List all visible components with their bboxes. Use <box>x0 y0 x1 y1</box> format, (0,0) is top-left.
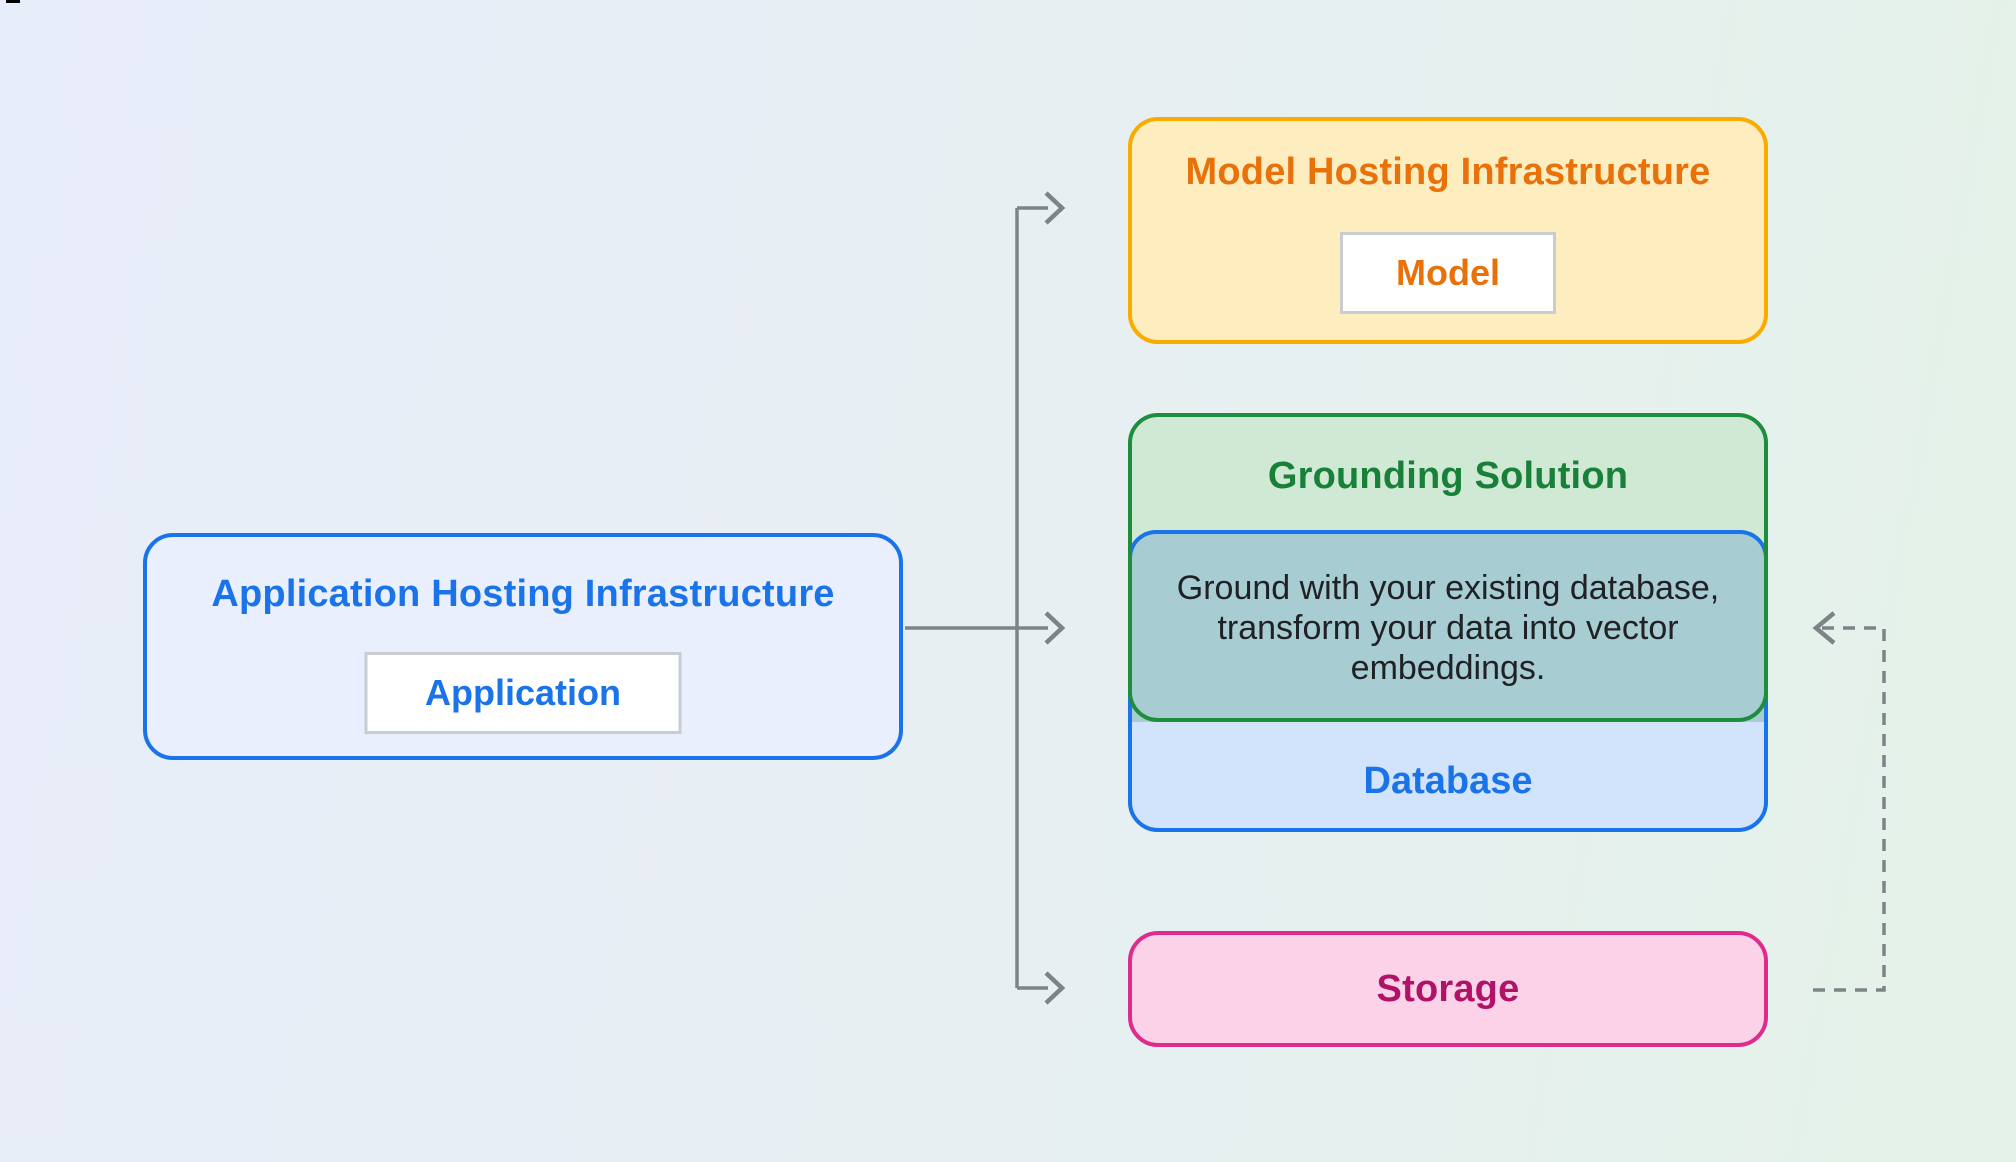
grounding-description-text: Ground with your existing database, tran… <box>1176 569 1720 687</box>
model-node: Model <box>1340 232 1556 314</box>
application-node: Application <box>364 652 682 734</box>
storage-title: Storage <box>1376 968 1520 1010</box>
dashed-path <box>1813 626 1886 992</box>
arrowhead-storage <box>1044 971 1066 1005</box>
grounding-solution-box: Grounding Solution <box>1128 413 1768 722</box>
arrowhead-grounding <box>1044 611 1066 645</box>
arrowhead-model <box>1044 191 1066 225</box>
model-hosting-title: Model Hosting Infrastructure <box>1185 151 1711 193</box>
application-hosting-title: Application Hosting Infrastructure <box>211 573 835 615</box>
database-label: Database <box>1363 760 1533 802</box>
application-node-label: Application <box>425 672 621 713</box>
model-node-label: Model <box>1396 252 1500 293</box>
model-hosting-box: Model Hosting Infrastructure Model <box>1128 117 1768 344</box>
solid-branch-arrows <box>905 191 1066 1005</box>
dashed-feedback-arrow <box>1812 611 1886 992</box>
screen-corner-artifact <box>6 0 20 3</box>
application-hosting-box: Application Hosting Infrastructure Appli… <box>143 533 903 760</box>
grounding-solution-title: Grounding Solution <box>1267 455 1629 497</box>
storage-box: Storage <box>1128 931 1768 1047</box>
dashed-arrowhead <box>1812 611 1836 645</box>
